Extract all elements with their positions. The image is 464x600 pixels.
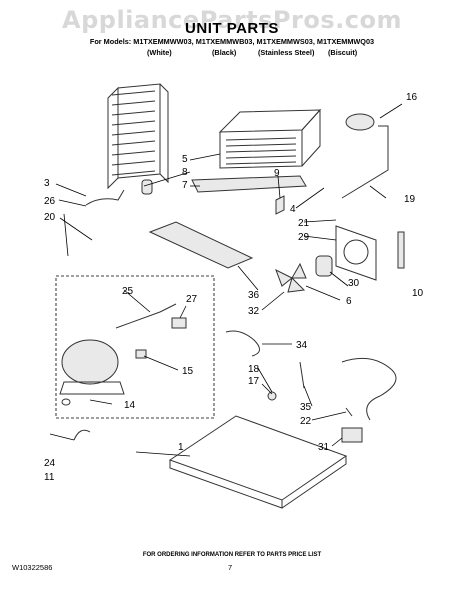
color-label-white: (White) (147, 48, 172, 57)
callout-30: 30 (348, 278, 360, 289)
overload-part (171, 317, 187, 329)
callout-34: 34 (296, 340, 308, 351)
callout-19: 19 (404, 194, 416, 205)
bracket-part (275, 195, 285, 215)
callout-14: 14 (124, 400, 136, 411)
callout-9: 9 (274, 168, 280, 179)
fastener-part (345, 407, 353, 417)
color-label-black: (Black) (212, 48, 237, 57)
evaporator-part (218, 108, 322, 169)
relay-wire-part (115, 303, 177, 329)
callout-labels: 1 3 4 5 6 7 8 9 10 11 14 15 16 17 18 19 … (44, 92, 424, 483)
callout-27: 27 (186, 294, 198, 305)
ordering-note: FOR ORDERING INFORMATION REFER TO PARTS … (142, 552, 322, 558)
callout-32: 32 (248, 306, 260, 317)
callout-20: 20 (44, 212, 56, 223)
screw-part (299, 361, 305, 389)
callout-15: 15 (182, 366, 194, 377)
document-id: W10322586 (12, 563, 53, 572)
wiring-harness-part (341, 357, 397, 421)
gasket-strip-part (397, 231, 405, 269)
callout-16: 16 (406, 92, 418, 103)
callout-31: 31 (318, 442, 330, 453)
callout-29: 29 (298, 232, 310, 243)
fan-motor-part (315, 255, 333, 277)
models-line: For Models: M1TXEMMWW03, M1TXEMMWB03, M1… (89, 37, 375, 46)
color-label-stainless: (Stainless Steel) (258, 48, 315, 57)
hold-down-clip-part (73, 429, 91, 441)
drier-part (141, 179, 153, 195)
mounting-tray-part (148, 221, 254, 269)
drain-pan-part (191, 175, 307, 193)
watermark: AppliancePartsPros.com (62, 6, 402, 34)
fan-shroud-part (335, 225, 377, 281)
clip-part (135, 349, 147, 359)
callout-6: 6 (346, 296, 352, 307)
callout-18: 18 (248, 364, 260, 375)
callout-4: 4 (290, 204, 296, 215)
callout-24: 24 (44, 458, 56, 469)
callout-5: 5 (182, 154, 188, 165)
callout-3: 3 (44, 178, 50, 189)
harness-connector-part (341, 427, 363, 443)
base-plate-part (168, 415, 348, 509)
drain-hose-part (225, 330, 260, 357)
callout-21: 21 (298, 218, 310, 229)
shroud-opening (343, 239, 369, 265)
callout-26: 26 (44, 196, 56, 207)
callout-36: 36 (248, 290, 260, 301)
compressor-part (59, 339, 125, 406)
capillary-tube-part (341, 125, 389, 199)
color-label-biscuit: (Biscuit) (328, 48, 358, 57)
grommet-part (267, 391, 277, 401)
callout-17: 17 (248, 376, 260, 387)
fan-blade-part (275, 262, 307, 293)
callout-8: 8 (182, 167, 188, 178)
callout-25: 25 (122, 286, 134, 297)
page-title: UNIT PARTS (185, 20, 279, 37)
callout-35: 35 (300, 402, 312, 413)
callout-11: 11 (44, 472, 55, 483)
control-knob-part (345, 113, 375, 131)
callout-1: 1 (178, 442, 184, 453)
condenser-coil-part (85, 83, 169, 206)
page-number: 7 (228, 563, 233, 572)
leader-lines (49, 103, 403, 457)
callout-10: 10 (412, 288, 424, 299)
callout-22: 22 (300, 416, 312, 427)
callout-7: 7 (182, 180, 188, 191)
